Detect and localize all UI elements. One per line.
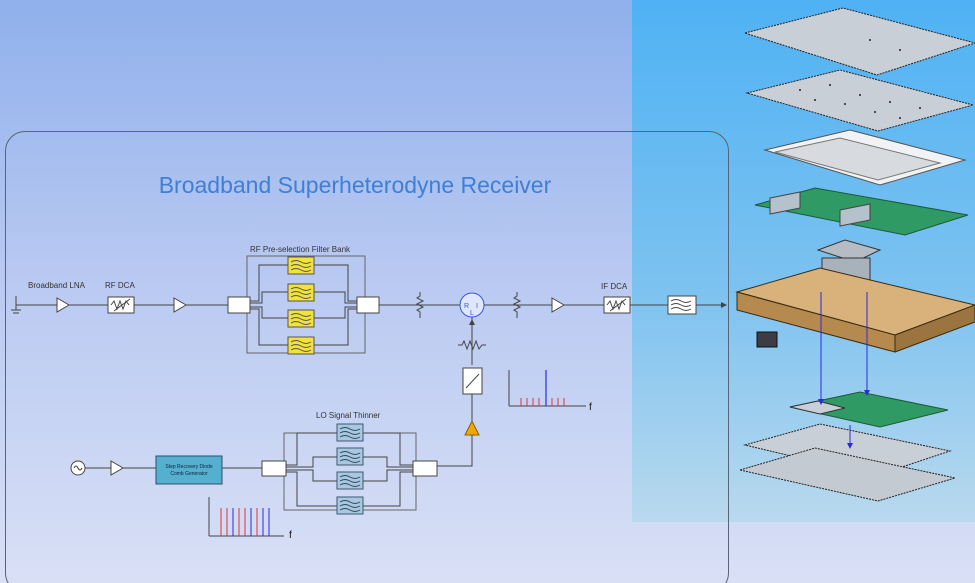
if-pad-icon <box>512 292 522 318</box>
filter-bank-branches <box>250 264 357 346</box>
filter-bank-label: RF Pre-selection Filter Bank <box>250 245 351 254</box>
rf-filter-icons <box>287 256 315 355</box>
lo-thinner-label: LO Signal Thinner <box>316 411 381 420</box>
rf-pad-icon <box>415 292 425 318</box>
cad-pcb-component-1 <box>769 191 801 215</box>
lo-thinner-switch-out <box>412 460 438 477</box>
lna-label: Broadband LNA <box>28 281 86 290</box>
cad-exploded-assembly <box>735 7 975 502</box>
if-dca-label: IF DCA <box>601 282 628 291</box>
comb-spectrum-axis-label: f <box>289 530 292 541</box>
cad-bottom-plate-2 <box>738 447 956 502</box>
rf-dca-label: RF DCA <box>105 281 135 290</box>
lo-filter-icons <box>336 423 364 515</box>
oscillator-source-icon <box>70 460 86 476</box>
schematic-frame <box>5 131 729 583</box>
cad-frame-insert-inner <box>774 137 942 181</box>
svg-text:L: L <box>470 310 474 317</box>
comb-spectrum-plot <box>208 497 284 537</box>
lo-pad-icon <box>458 339 486 351</box>
cad-lower-pcb <box>789 391 949 428</box>
lo-line-3 <box>437 435 473 467</box>
antenna-input-icon <box>11 296 21 314</box>
rf-dca-attenuator-icon <box>107 296 135 314</box>
cad-shield-plate <box>745 69 975 132</box>
comb-generator-label-line2: Comb Generator <box>170 471 208 477</box>
filter-bank-switch-in <box>227 296 251 314</box>
cad-top-cover <box>743 7 975 76</box>
lo-gen-amplifier-icon <box>110 460 124 476</box>
cad-chassis-side <box>894 304 975 353</box>
if-spectrum-axis-label: f <box>589 402 592 413</box>
if-filter-icon <box>667 295 697 315</box>
comb-generator-label-line1: Step Recovery Diode <box>165 464 212 470</box>
rf-amplifier-icon <box>173 297 187 313</box>
lo-switch-icon <box>462 367 483 395</box>
cad-plate-holes <box>799 39 921 119</box>
filter-bank-switch-out <box>356 296 380 314</box>
lna-amplifier-icon <box>56 297 70 313</box>
lo-amplifier-icon <box>464 419 480 436</box>
if-amplifier-icon <box>551 297 565 313</box>
if-dca-attenuator-icon <box>603 296 631 314</box>
mixer-icon: R I L <box>459 292 485 318</box>
cad-pcb-component-2 <box>839 203 871 227</box>
diagram-title: Broadband Superheterodyne Receiver <box>158 172 552 198</box>
lo-thinner-switch-in <box>261 460 287 477</box>
lo-thinner-branches <box>286 432 413 507</box>
svg-text:I: I <box>476 303 478 310</box>
comb-generator-box <box>155 455 223 485</box>
if-spectrum-plot <box>508 370 586 407</box>
cad-lower-pcb-shield <box>789 400 846 415</box>
cad-connector <box>756 331 778 348</box>
svg-text:R: R <box>464 303 469 310</box>
